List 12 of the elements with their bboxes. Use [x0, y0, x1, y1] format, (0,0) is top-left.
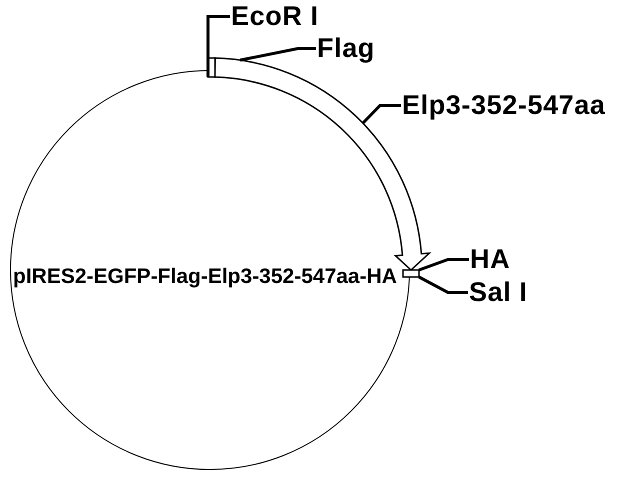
feature-label: EcoR I	[231, 3, 319, 30]
feature-label: Flag	[317, 35, 375, 62]
leader-line	[362, 104, 401, 124]
feature-label: Sal I	[469, 279, 528, 306]
leader-line	[418, 258, 469, 272]
plasmid-name: pIRES2-EGFP-Flag-Elp3-352-547aa-HA	[13, 266, 397, 287]
feature-label: HA	[470, 246, 510, 273]
feature-label: Elp3-352-547aa	[402, 92, 606, 119]
leader-line	[240, 47, 316, 62]
leader-line	[206, 15, 230, 77]
leader-line	[418, 276, 468, 294]
feature-box	[402, 269, 420, 278]
